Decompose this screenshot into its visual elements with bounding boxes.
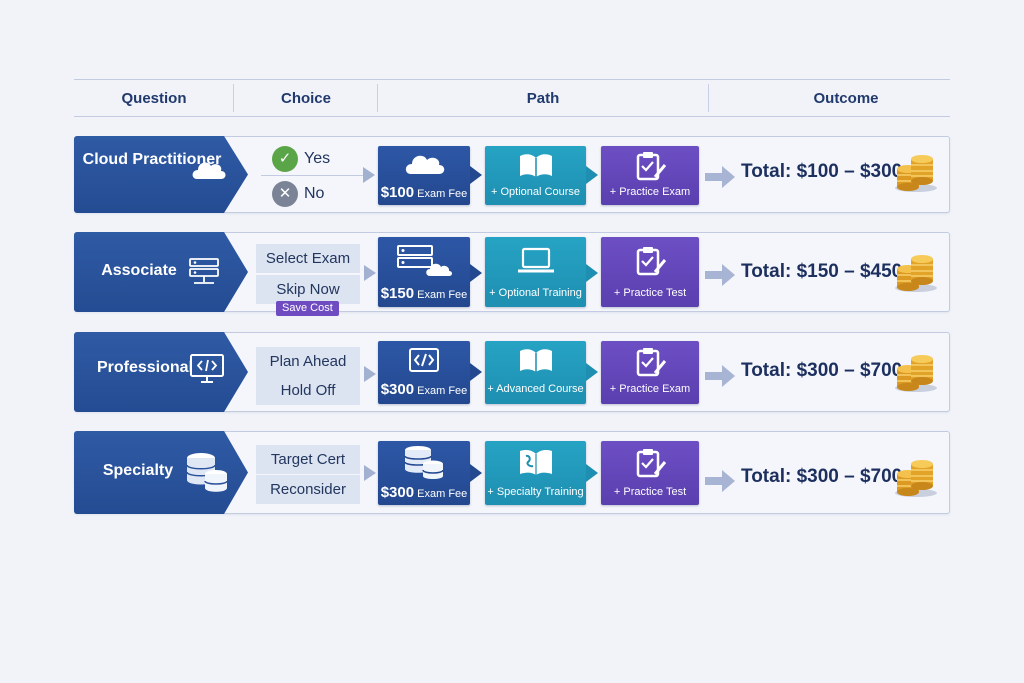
choice-select-exam[interactable]: Select Exam [256, 244, 360, 273]
header-choice: Choice [280, 90, 331, 107]
header-divider [233, 84, 234, 112]
table-header: Question Choice Path Outcome [74, 79, 950, 117]
question-associate [74, 232, 248, 312]
step-exam-fee: $300 Exam Fee [378, 341, 470, 404]
step-course: + Optional Training [485, 237, 586, 307]
arrow-icon [364, 465, 376, 481]
practice-label: + Practice Exam [609, 383, 691, 395]
choice-no[interactable]: No [304, 185, 325, 202]
question-label: Professional [96, 359, 194, 376]
connector-arrow [586, 166, 598, 184]
code-icon [409, 348, 439, 372]
fee-amount: $300 [380, 381, 415, 398]
arrow-icon [363, 167, 375, 183]
header-divider [708, 84, 709, 112]
course-label: + Optional Training [489, 287, 582, 299]
question-label: Cloud Practitioner [82, 151, 222, 168]
fee-label: Exam Fee [417, 385, 468, 397]
outcome-total: Total: $300 – $700 [741, 466, 903, 487]
step-practice: + Practice Exam [601, 341, 699, 404]
step-practice: + Practice Test [601, 237, 699, 307]
arrow-icon [364, 265, 376, 281]
connector-arrow [470, 166, 482, 184]
question-professional [74, 332, 248, 412]
course-label: + Advanced Course [487, 383, 584, 395]
choice-divider [261, 175, 365, 176]
arrow-right-icon [705, 264, 735, 286]
fee-amount: $100 [380, 184, 415, 201]
step-course: + Advanced Course [485, 341, 586, 404]
choice-target-cert[interactable]: Target Cert [256, 445, 360, 474]
step-practice: + Practice Exam [601, 146, 699, 205]
save-cost-badge: Save Cost [276, 301, 339, 316]
connector-arrow [586, 464, 598, 482]
course-label: + Optional Course [491, 186, 580, 198]
fee-label: Exam Fee [417, 188, 468, 200]
x-circle-icon: ✕ [272, 181, 298, 207]
clipboard-edit-icon [636, 449, 667, 478]
step-course: + Optional Course [485, 146, 586, 205]
fee-amount: $150 [380, 285, 415, 302]
clipboard-edit-icon [636, 152, 667, 181]
step-exam-fee: $300 Exam Fee [378, 441, 470, 505]
book-icon [519, 349, 552, 372]
coins-icon [895, 355, 937, 392]
connector-arrow [470, 363, 482, 381]
choice-yes[interactable]: Yes [304, 150, 331, 167]
step-exam-fee: $150 Exam Fee [378, 237, 470, 307]
arrow-right-icon [705, 365, 735, 387]
cloud-icon [405, 155, 445, 174]
arrow-right-icon [705, 470, 735, 492]
map-book-icon [519, 450, 552, 475]
row-cloud-practitioner: Cloud Practitioner ✓ Yes ✕ No $100 Exam … [74, 136, 950, 213]
arrow-icon [364, 366, 376, 382]
outcome-total: Total: $150 – $450 [741, 261, 903, 282]
header-path: Path [526, 90, 560, 107]
coins-icon [895, 255, 937, 292]
header-outcome: Outcome [813, 90, 879, 107]
choice-reconsider[interactable]: Reconsider [256, 475, 360, 504]
practice-label: + Practice Exam [609, 186, 691, 198]
connector-arrow [586, 363, 598, 381]
step-practice: + Practice Test [601, 441, 699, 505]
choice-hold-off[interactable]: Hold Off [256, 376, 360, 405]
fee-label: Exam Fee [417, 289, 468, 301]
header-divider [377, 84, 378, 112]
fee-label: Exam Fee [417, 488, 468, 500]
connector-arrow [470, 264, 482, 282]
arrow-right-icon [705, 166, 735, 188]
server-icon [189, 258, 219, 284]
coins-icon [895, 155, 937, 192]
fee-amount: $300 [380, 484, 415, 501]
practice-label: + Practice Test [613, 287, 687, 299]
coins-icon [895, 460, 937, 497]
server-cloud-icon [397, 245, 452, 276]
question-label: Associate [101, 262, 177, 279]
choice-plan-ahead[interactable]: Plan Ahead [256, 347, 360, 376]
step-course: + Specialty Training [485, 441, 586, 505]
course-label: + Specialty Training [487, 486, 584, 498]
row-associate: Associate Select Exam Skip Now Save Cost… [74, 232, 950, 316]
book-icon [519, 154, 552, 177]
laptop-icon [517, 247, 554, 273]
outcome-total: Total: $100 – $300 [741, 161, 903, 182]
header-question: Question [121, 90, 187, 107]
clipboard-edit-icon [636, 348, 667, 377]
step-exam-fee: $100 Exam Fee [378, 146, 470, 205]
question-label: Specialty [102, 462, 174, 479]
practice-label: + Practice Test [613, 486, 687, 498]
check-circle-icon: ✓ [272, 146, 298, 172]
row-specialty: Specialty Target Cert Reconsider $300 Ex… [74, 431, 950, 514]
cloud-icon [192, 162, 226, 179]
code-monitor-icon [190, 354, 224, 383]
clipboard-edit-icon [636, 247, 667, 276]
connector-arrow [586, 264, 598, 282]
choice-skip-now[interactable]: Skip Now [256, 275, 360, 304]
outcome-total: Total: $300 – $700 [741, 360, 903, 381]
row-professional: Professional Plan Ahead Hold Off $300 Ex… [74, 332, 950, 412]
database-icon [186, 453, 228, 492]
connector-arrow [470, 464, 482, 482]
database-icon [404, 446, 444, 479]
